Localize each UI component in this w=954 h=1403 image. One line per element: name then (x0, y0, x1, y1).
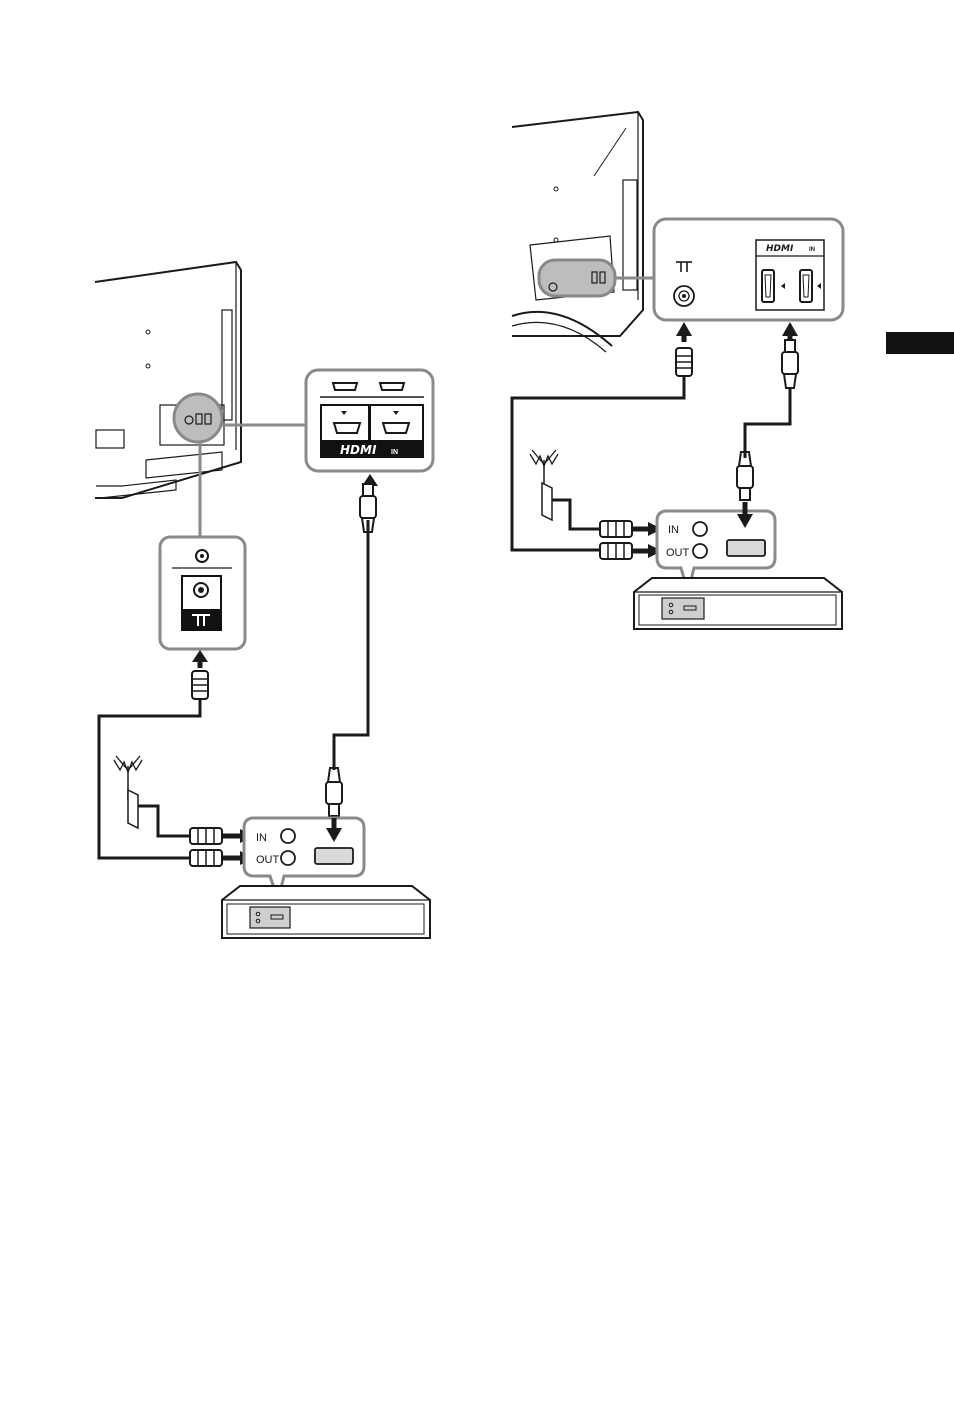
vcr-hdmi-port (727, 540, 765, 556)
wall-socket (128, 790, 138, 828)
aerial-cable (552, 500, 602, 529)
port-zoom-oval (539, 260, 615, 296)
hdmi-in-suffix: IN (391, 449, 398, 456)
diagram-left: HDMI IN (95, 262, 433, 938)
vcr-out-label: OUT (666, 547, 690, 559)
vcr-out-port (693, 544, 707, 558)
hdmi-in-callout: HDMI IN (306, 370, 433, 471)
port-zoom-circle (174, 394, 222, 442)
tv-rear-view (95, 262, 241, 498)
wall-socket (542, 483, 552, 520)
coax-plug-icon (190, 850, 222, 866)
vcr-device (634, 578, 842, 629)
hdmi-plug-icon (782, 340, 798, 388)
rf-hdmi-callout: HDMI IN (654, 219, 843, 320)
tv-rear-view (512, 112, 643, 352)
hdmi-plug-icon (737, 452, 753, 500)
coax-plug-icon (600, 543, 632, 559)
hdmi-cable (745, 388, 790, 458)
vcr-device (222, 886, 430, 938)
hdmi-cable (334, 520, 368, 770)
hdmi-brand-label: HDMI (766, 244, 794, 254)
hdmi-in-suffix: IN (809, 247, 815, 253)
vcr-hdmi-port (315, 848, 353, 864)
coax-plug-icon (190, 828, 222, 844)
vcr-in-label: IN (668, 524, 679, 536)
arrow-icon (192, 650, 208, 668)
arrow-icon (676, 322, 692, 342)
rf-aerial-callout (160, 537, 245, 649)
coax-plug-icon (600, 521, 632, 537)
page-section-tab (886, 332, 954, 354)
vcr-in-port (281, 829, 295, 843)
hdmi-plug-icon (326, 768, 342, 816)
vcr-out-port (281, 851, 295, 865)
diagram-right: HDMI IN (512, 112, 843, 629)
vcr-in-port (693, 522, 707, 536)
coax-plug-icon (676, 348, 692, 376)
hdmi-brand-label: HDMI (340, 443, 377, 457)
coax-cable-tv (99, 699, 200, 858)
vcr-out-label: OUT (256, 854, 280, 866)
vcr-in-label: IN (256, 832, 267, 844)
coax-plug-icon (192, 671, 208, 699)
aerial-cable (134, 806, 190, 836)
